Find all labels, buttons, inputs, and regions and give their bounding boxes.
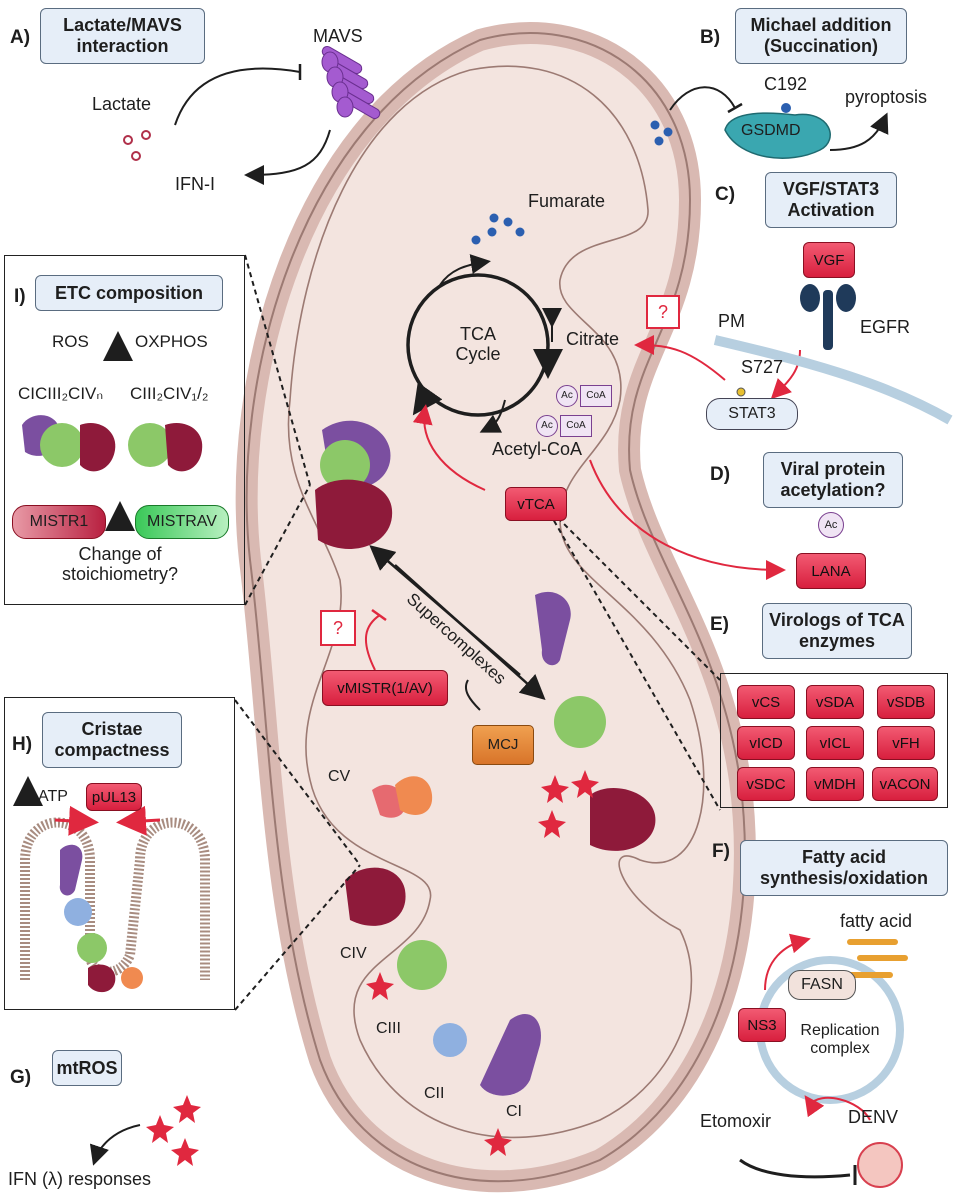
- plasma-membrane: [713, 335, 953, 425]
- cristae-membrane: [20, 817, 210, 980]
- enzyme-vfh: vFH: [877, 726, 935, 760]
- enzyme-vicl: vICL: [806, 726, 864, 760]
- tca-cycle-label: TCA Cycle: [455, 324, 501, 364]
- section-a-title: Lactate/MAVS interaction: [40, 8, 205, 64]
- panel-h: [4, 697, 235, 1010]
- inner-membrane: [287, 65, 705, 1139]
- acetyl-coa-label: Acetyl-CoA: [492, 439, 583, 459]
- ifn-lambda-label: IFN (λ) responses: [8, 1169, 152, 1189]
- section-i-letter: I): [14, 286, 26, 307]
- g-ros-stars-icon: [146, 1095, 201, 1166]
- enzyme-vmdh: vMDH: [806, 767, 864, 801]
- enzyme-vicd: vICD: [737, 726, 795, 760]
- enzyme-vsda: vSDA: [806, 685, 864, 719]
- vgf-box: VGF: [803, 242, 855, 278]
- enzyme-vsdb: vSDB: [877, 685, 935, 719]
- stat3-pill: STAT3: [706, 398, 798, 430]
- egfr-label: EGFR: [860, 317, 911, 337]
- fatty-acid-label: fatty acid: [840, 911, 913, 931]
- ac-tag-2: Ac: [536, 415, 558, 437]
- h-complexes-icon: [59, 844, 143, 993]
- enzyme-vacon: vACON: [872, 767, 938, 801]
- ros-stars-icon: [366, 770, 599, 1156]
- s727-label: S727: [741, 357, 784, 377]
- vtca-box: vTCA: [505, 487, 567, 521]
- panel-i: [4, 255, 245, 605]
- oxphos-label: OXPHOS: [135, 332, 208, 351]
- section-d-title: Viral protein acetylation?: [763, 452, 903, 508]
- section-e-letter: E): [710, 614, 729, 635]
- i-complexes-icon: [22, 415, 203, 472]
- mitochondrion-outer: [235, 22, 756, 1193]
- coa-tag-2: CoA: [560, 415, 592, 437]
- lana-box: LANA: [796, 553, 866, 589]
- fatty-acid-icon: [847, 939, 908, 978]
- fumarate-dots-icon: [471, 213, 525, 245]
- enzyme-vsdc: vSDC: [737, 767, 795, 801]
- replication-complex-label: Replication complex: [800, 1022, 880, 1057]
- pm-label: PM: [718, 311, 745, 331]
- mavs-label: MAVS: [313, 26, 363, 46]
- section-h-title: Cristae compactness: [42, 712, 182, 768]
- atp-label: ATP: [38, 788, 68, 805]
- section-a-letter: A): [10, 27, 31, 48]
- section-i-title: ETC composition: [35, 275, 223, 311]
- pyroptosis-label: pyroptosis: [845, 87, 928, 107]
- ci-label: CI: [506, 1103, 522, 1120]
- ns3-box: NS3: [738, 1008, 786, 1042]
- fumarate-dots-b-icon: [650, 120, 673, 146]
- section-b-title: Michael addition (Succination): [735, 8, 907, 64]
- mistr1-pill: MISTR1: [12, 505, 106, 539]
- egfr-receptor-icon: [800, 284, 856, 350]
- enzyme-vcs: vCS: [737, 685, 795, 719]
- vmistr-box: vMISTR(1/AV): [322, 670, 448, 706]
- section-g-letter: G): [10, 1067, 32, 1088]
- fasn-pill: FASN: [788, 970, 856, 1000]
- supercomplex-1-label: CICIII₂CIVₙ: [18, 384, 104, 403]
- mistrav-pill: MISTRAV: [135, 505, 229, 539]
- cv-label: CV: [328, 768, 351, 785]
- vmistr-question-box: ?: [320, 610, 356, 646]
- mcj-box: MCJ: [472, 725, 534, 765]
- panel-e: [720, 673, 948, 808]
- section-d-letter: D): [710, 464, 731, 485]
- lana-ac-tag: Ac: [818, 512, 844, 538]
- c192-label: C192: [764, 74, 808, 94]
- fumarate-label: Fumarate: [528, 191, 606, 211]
- section-c-title: VGF/STAT3 Activation: [765, 172, 897, 228]
- supercomplex-2-label: CIII₂CIV₁/₂: [130, 384, 209, 403]
- denv-virus-icon: [857, 1142, 903, 1188]
- ifn-label: IFN-I: [175, 174, 215, 194]
- ciii-label: CIII: [376, 1020, 401, 1037]
- citrate-label: Citrate: [566, 329, 620, 349]
- ac-tag-1: Ac: [556, 385, 578, 407]
- section-g-title: mtROS: [52, 1050, 122, 1086]
- section-f-letter: F): [712, 841, 730, 862]
- section-c-letter: C): [715, 184, 736, 205]
- section-b-letter: B): [700, 27, 721, 48]
- denv-label: DENV: [848, 1107, 899, 1127]
- section-h-letter: H): [12, 734, 33, 755]
- citrate-question-box: ?: [646, 295, 680, 329]
- gsdmd-shape: [724, 112, 831, 159]
- section-e-title: Virologs of TCA enzymes: [762, 603, 912, 659]
- section-f-title: Fatty acid synthesis/oxidation: [740, 840, 948, 896]
- civ-label: CIV: [340, 945, 367, 962]
- coa-tag-1: CoA: [580, 385, 612, 407]
- lactate-label: Lactate: [92, 94, 152, 114]
- cii-label: CII: [424, 1085, 445, 1102]
- mito-complexes: [315, 420, 656, 1096]
- gsdmd-label: GSDMD: [741, 122, 801, 139]
- lactate-molecules-icon: [123, 130, 151, 161]
- ros-label: ROS: [52, 332, 89, 351]
- mavs-receptor-icon: [321, 46, 381, 119]
- pul13-box: pUL13: [86, 783, 142, 811]
- etomoxir-label: Etomoxir: [700, 1111, 772, 1131]
- stoichiometry-label: Change of stoichiometry?: [61, 544, 179, 584]
